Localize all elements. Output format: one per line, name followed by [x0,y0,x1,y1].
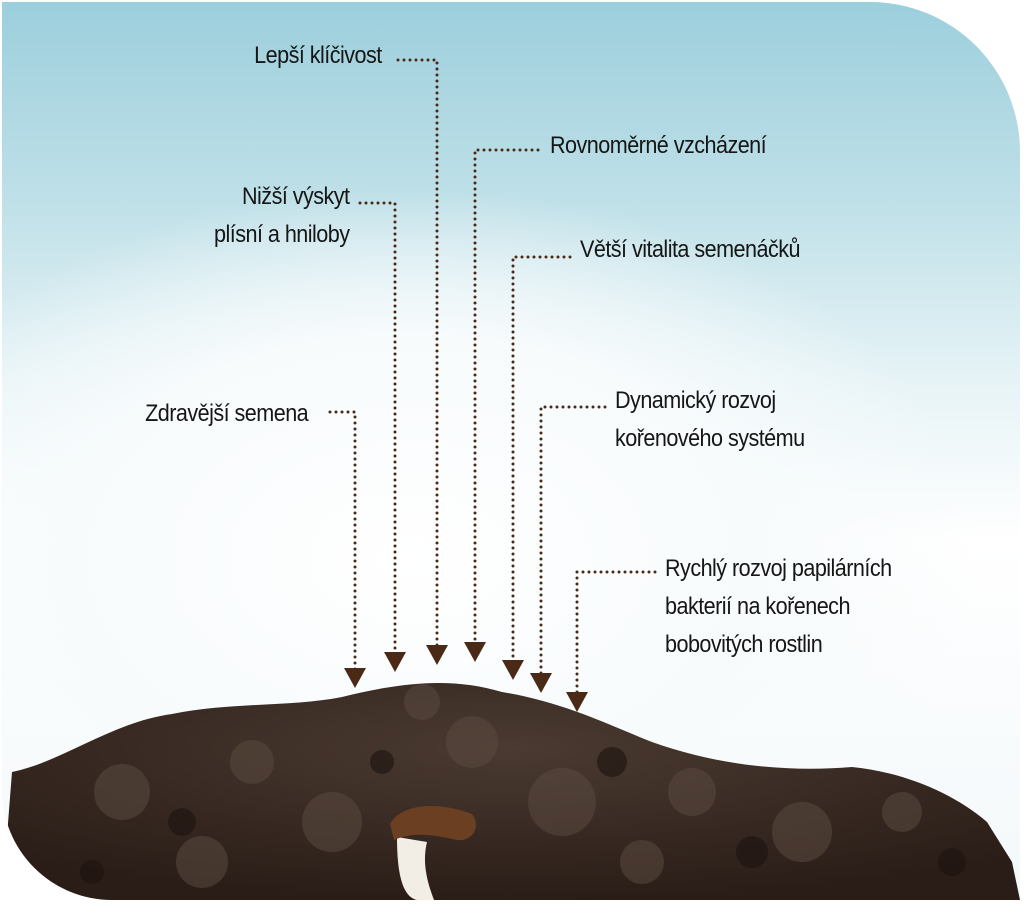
arrow-down-icon [344,668,366,688]
arrow-down-icon [426,645,448,665]
connector-vetsi [511,255,572,666]
arrow-down-icon [384,652,406,672]
arrow-down-icon [566,692,588,712]
connector-rychly [575,570,657,698]
connector-dynamicky [539,405,607,679]
connector-zdravejsi [328,410,357,674]
arrow-down-icon [530,673,552,693]
seedling-icon [390,805,477,900]
label-zdravejsi-semena: Zdravější semena [144,400,309,427]
label-lepsi-klicivost: Lepší klíčivost [254,42,382,69]
connector-lepsi [396,58,439,651]
arrow-down-icon [464,642,486,662]
connector-rovnomerne [473,148,540,648]
arrow-down-icon [502,660,524,680]
connector-nizsi [358,201,397,658]
label-vetsi-vitalita: Větší vitalita semenáčků [580,236,800,263]
label-rovnomerne-vzchazeni: Rovnoměrné vzcházení [550,132,767,159]
